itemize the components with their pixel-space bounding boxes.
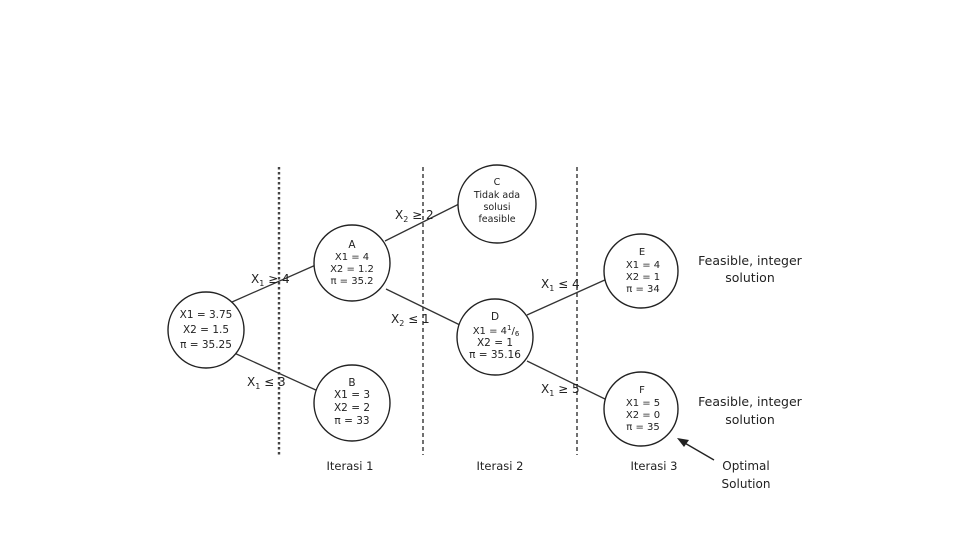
node-e-name: E xyxy=(639,247,645,258)
iteration-label-1: Iterasi 1 xyxy=(327,459,374,473)
annotation-e-line1: Feasible, integer xyxy=(698,253,802,268)
node-root-line1: X1 = 3.75 xyxy=(180,309,233,321)
node-d: D X1 = 41/6 X2 = 1 π = 35.16 xyxy=(456,298,534,376)
edge-root-a xyxy=(231,263,319,303)
node-a-line1: X1 = 4 xyxy=(335,252,369,263)
annotation-f-line1: Feasible, integer xyxy=(698,394,802,409)
node-b-line1: X1 = 3 xyxy=(334,389,370,401)
node-d-line2: X2 = 1 xyxy=(477,337,513,349)
node-b-line2: X2 = 2 xyxy=(334,402,370,414)
edge-a-d xyxy=(385,288,463,327)
node-a-line2: X2 = 1.2 xyxy=(330,264,374,275)
node-b-name: B xyxy=(348,377,355,389)
node-e-line1: X1 = 4 xyxy=(626,260,660,271)
node-c-line3: feasible xyxy=(478,214,515,225)
node-c: C Tidak ada solusi feasible xyxy=(457,164,537,244)
node-root: X1 = 3.75 X2 = 1.5 π = 35.25 xyxy=(167,291,245,369)
node-d-name: D xyxy=(491,311,499,323)
edge-label-d-e: X1 ≤ 4 xyxy=(541,277,580,293)
node-c-line1: Tidak ada xyxy=(473,190,520,201)
node-d-line1: X1 = 41/6 xyxy=(473,324,520,338)
annotation-e-line2: solution xyxy=(725,270,775,285)
node-d-line3: π = 35.16 xyxy=(469,349,521,361)
node-e-line2: X2 = 1 xyxy=(626,272,660,283)
optimal-line1: Optimal xyxy=(722,459,769,473)
edge-d-e xyxy=(526,278,608,316)
optimal-line2: Solution xyxy=(722,477,771,491)
optimal-arrow-icon xyxy=(677,438,715,461)
node-c-name: C xyxy=(494,177,501,188)
node-a-line3: π = 35.2 xyxy=(330,276,373,287)
edge-label-d-f: X1 ≥ 5 xyxy=(541,382,580,398)
node-f-line1: X1 = 5 xyxy=(626,398,660,409)
node-e-line3: π = 34 xyxy=(626,284,659,295)
node-a-name: A xyxy=(348,239,356,251)
edge-d-f xyxy=(526,360,608,401)
edge-a-c xyxy=(384,202,462,242)
edge-label-a-c: X2 ≥ 2 xyxy=(395,208,434,224)
node-b: B X1 = 3 X2 = 2 π = 33 xyxy=(313,364,391,442)
node-f-line2: X2 = 0 xyxy=(626,410,660,421)
iteration-label-2: Iterasi 2 xyxy=(477,459,524,473)
annotation-f-line2: solution xyxy=(725,412,775,427)
node-e: E X1 = 4 X2 = 1 π = 34 xyxy=(603,233,679,309)
node-f: F X1 = 5 X2 = 0 π = 35 xyxy=(603,371,679,447)
edge-label-root-b: X1 ≤ 3 xyxy=(247,375,286,391)
node-c-line2: solusi xyxy=(483,202,510,213)
edge-label-a-d: X2 ≤ 1 xyxy=(391,312,430,328)
node-f-name: F xyxy=(639,385,645,396)
node-f-line3: π = 35 xyxy=(626,422,659,433)
iteration-label-3: Iterasi 3 xyxy=(631,459,678,473)
edge-label-root-a: X1 ≥ 4 xyxy=(251,272,290,288)
node-root-line2: X2 = 1.5 xyxy=(183,324,229,336)
node-b-line3: π = 33 xyxy=(334,415,369,427)
node-a: A X1 = 4 X2 = 1.2 π = 35.2 xyxy=(313,224,391,302)
edge-root-b xyxy=(231,351,319,392)
node-root-line3: π = 35.25 xyxy=(180,339,232,351)
